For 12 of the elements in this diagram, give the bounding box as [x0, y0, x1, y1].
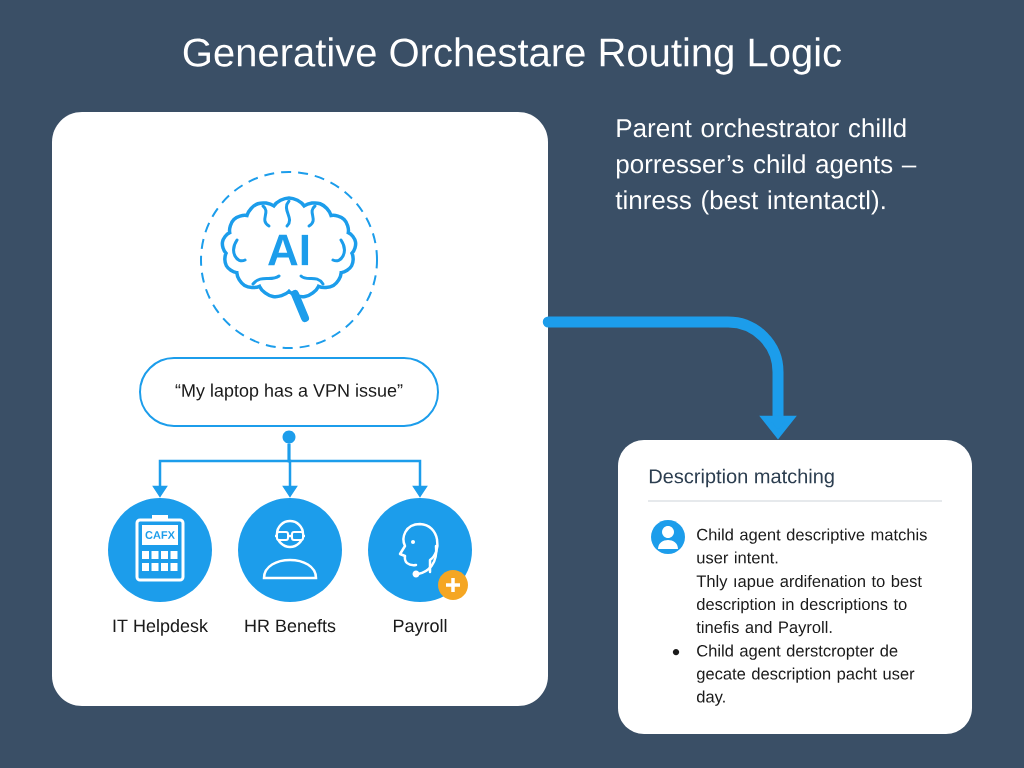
- card-text: Child agent derstcropter de gecate description pacht user day.: [696, 644, 915, 706]
- agent-label: IT Helpdesk: [113, 618, 209, 636]
- card-text: Child agent descriptive matchis user intent.: [697, 528, 927, 564]
- agent-label: HR Benefts: [245, 619, 336, 633]
- card-title: Description matching: [649, 468, 834, 488]
- brain-label: AI: [268, 234, 309, 266]
- title: Generative Orchestare Routing Logic: [183, 37, 841, 75]
- card-text: Thly ıapue ardifenation to best description in descriptions to tinefis and Payroll.: [696, 574, 922, 637]
- query-bubble: “My laptop has a VPN issue”: [139, 357, 439, 427]
- agent-label: Payroll: [394, 618, 447, 636]
- note-text: Parent orchestrator chilld porresser’s child agents – tinress (best intentactl).: [615, 118, 917, 215]
- icon-text: CAFX: [145, 531, 175, 539]
